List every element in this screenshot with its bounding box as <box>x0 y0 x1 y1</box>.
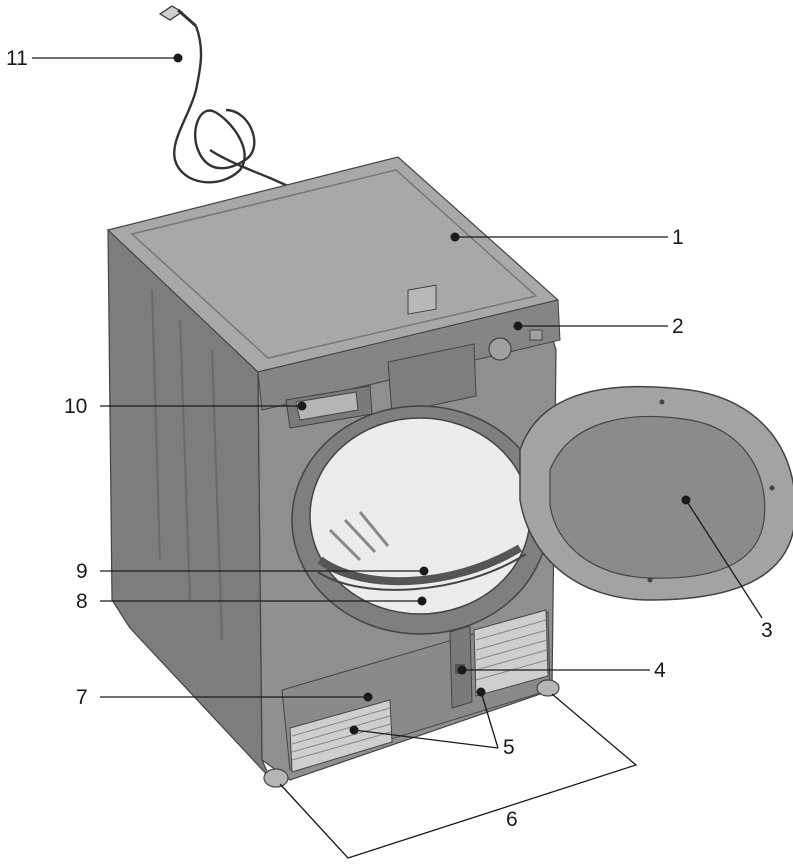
callout-number: 8 <box>76 590 88 613</box>
callout-number: 7 <box>76 686 88 709</box>
callout-number: 6 <box>506 808 518 831</box>
callout-number: 10 <box>64 395 87 418</box>
callout-number: 4 <box>654 659 666 682</box>
control-panel-illustration <box>257 284 561 415</box>
callout-number: 5 <box>503 736 515 759</box>
callout-number: 3 <box>761 619 773 642</box>
adjustable-feet-illustration <box>263 679 560 788</box>
dryer-illustration <box>106 156 561 788</box>
ventilation-grilles-illustration <box>289 609 549 773</box>
callout-labels: 1 2 3 4 5 6 7 8 9 10 11 <box>6 47 773 831</box>
callout-number: 11 <box>6 47 28 70</box>
callout-number: 2 <box>672 315 684 338</box>
loading-door-illustration <box>519 385 793 601</box>
callout-leaders <box>32 53 763 859</box>
lint-filter-illustration <box>317 553 527 591</box>
power-cable-illustration <box>158 5 289 188</box>
callout-number: 1 <box>672 226 684 249</box>
callout-number: 9 <box>76 560 88 583</box>
